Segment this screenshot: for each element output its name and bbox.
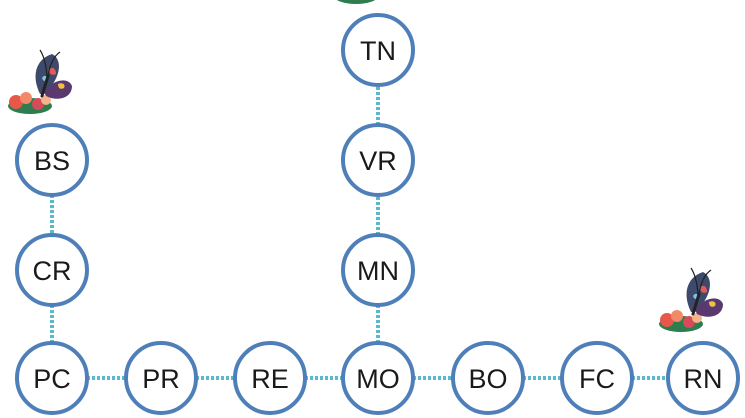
node-circle	[341, 341, 415, 415]
node-label: TN	[360, 36, 396, 66]
node-mn: MN	[341, 233, 415, 307]
node-label: CR	[33, 256, 72, 286]
node-circle	[451, 341, 525, 415]
node-circle	[341, 13, 415, 87]
node-pr: PR	[124, 341, 198, 415]
node-cr: CR	[15, 233, 89, 307]
node-pc: PC	[15, 341, 89, 415]
node-label: PR	[142, 364, 180, 394]
node-circle	[341, 233, 415, 307]
node-circle	[560, 341, 634, 415]
node-label: MN	[357, 256, 399, 286]
node-bo: BO	[451, 341, 525, 415]
node-re: RE	[233, 341, 307, 415]
node-label: MO	[356, 364, 400, 394]
node-rn: RN	[666, 341, 740, 415]
node-circle	[15, 233, 89, 307]
node-fc: FC	[560, 341, 634, 415]
node-label: BS	[34, 146, 70, 176]
node-label: BO	[468, 364, 507, 394]
node-label: VR	[359, 146, 397, 176]
node-circle	[341, 123, 415, 197]
node-tn: TN	[341, 13, 415, 87]
node-mo: MO	[341, 341, 415, 415]
node-label: FC	[579, 364, 615, 394]
node-circle	[15, 341, 89, 415]
node-circle	[233, 341, 307, 415]
node-circle	[124, 341, 198, 415]
node-bs: BS	[15, 123, 89, 197]
butterfly-icon	[332, 0, 400, 6]
node-label: RE	[251, 364, 289, 394]
node-circle	[666, 341, 740, 415]
butterfly-icon	[6, 48, 74, 116]
node-label: RN	[684, 364, 723, 394]
node-label: PC	[33, 364, 71, 394]
node-circle	[15, 123, 89, 197]
butterfly-icon	[657, 266, 725, 334]
node-vr: VR	[341, 123, 415, 197]
